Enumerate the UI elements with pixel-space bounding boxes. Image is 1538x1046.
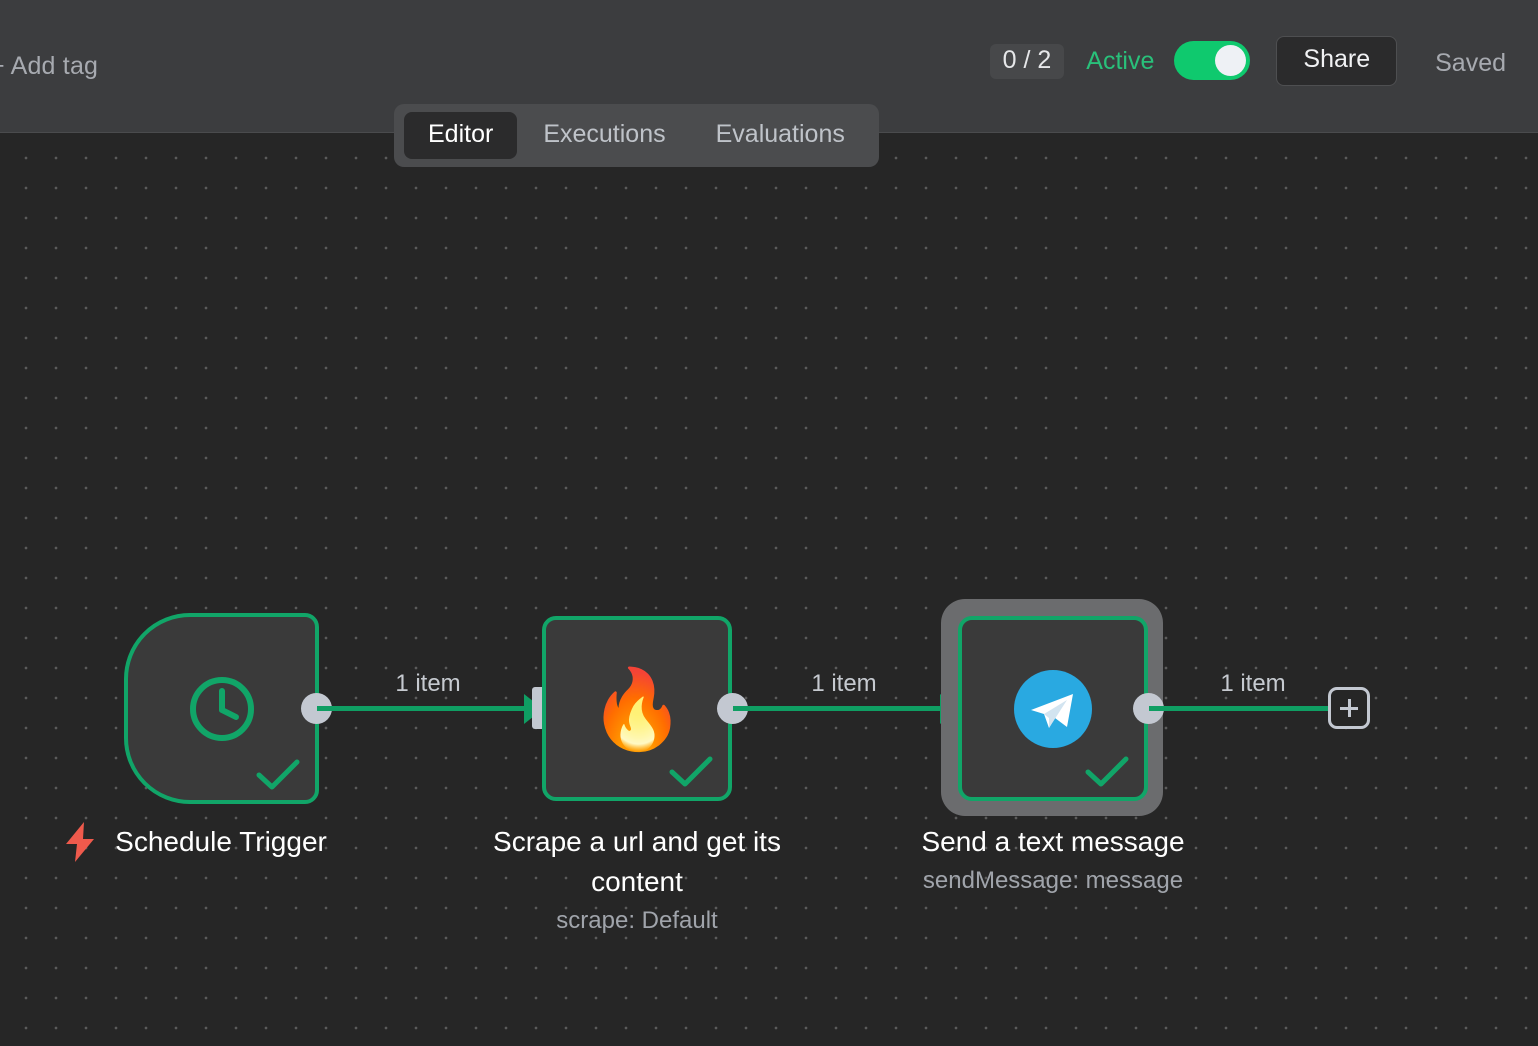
- toggle-knob: [1215, 45, 1247, 76]
- fire-icon: 🔥: [588, 664, 686, 753]
- activate-workflow-toggle[interactable]: [1174, 41, 1251, 80]
- edge-label-2: 1 item: [811, 670, 877, 697]
- add-node-button[interactable]: [1328, 687, 1370, 729]
- header-actions: 0 / 2 Active Share Saved: [989, 0, 1538, 133]
- workflow-canvas[interactable]: Schedule Trigger 1 item 🔥 Scrape a url a…: [0, 134, 1538, 1046]
- edge-trigger-to-scrape[interactable]: [317, 706, 529, 711]
- lightning-bolt-icon: [62, 820, 98, 869]
- add-tag-button[interactable]: + Add tag: [0, 52, 99, 80]
- edge-scrape-to-telegram[interactable]: [733, 706, 945, 711]
- execution-count-badge: 0 / 2: [989, 44, 1065, 79]
- node-label-schedule-trigger: Schedule Trigger: [115, 826, 327, 857]
- tab-editor[interactable]: Editor: [404, 112, 518, 159]
- clock-icon: [189, 676, 254, 741]
- edge-label-3: 1 item: [1220, 670, 1286, 697]
- tab-executions[interactable]: Executions: [543, 120, 666, 148]
- success-check-icon: [256, 759, 300, 790]
- success-check-icon: [669, 756, 713, 787]
- node-label-send-text-message: Send a text message: [921, 826, 1185, 857]
- node-sublabel-send-text-message: sendMessage: message: [922, 867, 1184, 894]
- node-sublabel-scrape-url: scrape: Default: [556, 907, 718, 934]
- telegram-icon: [1014, 669, 1092, 748]
- success-check-icon: [1085, 756, 1129, 787]
- node-label-scrape-url: Scrape a url and get its content: [493, 826, 781, 897]
- node-send-text-message[interactable]: [958, 616, 1148, 801]
- node-schedule-trigger[interactable]: [124, 613, 319, 804]
- tab-evaluations[interactable]: Evaluations: [715, 120, 845, 148]
- edge-telegram-to-add[interactable]: [1149, 706, 1331, 711]
- edge-label-1: 1 item: [395, 670, 461, 697]
- active-status-label: Active: [1086, 47, 1155, 75]
- share-button[interactable]: Share: [1276, 36, 1398, 86]
- view-tabs: Editor Executions Evaluations: [394, 104, 879, 167]
- saved-status-label: Saved: [1435, 49, 1506, 77]
- node-scrape-url[interactable]: 🔥: [542, 616, 732, 801]
